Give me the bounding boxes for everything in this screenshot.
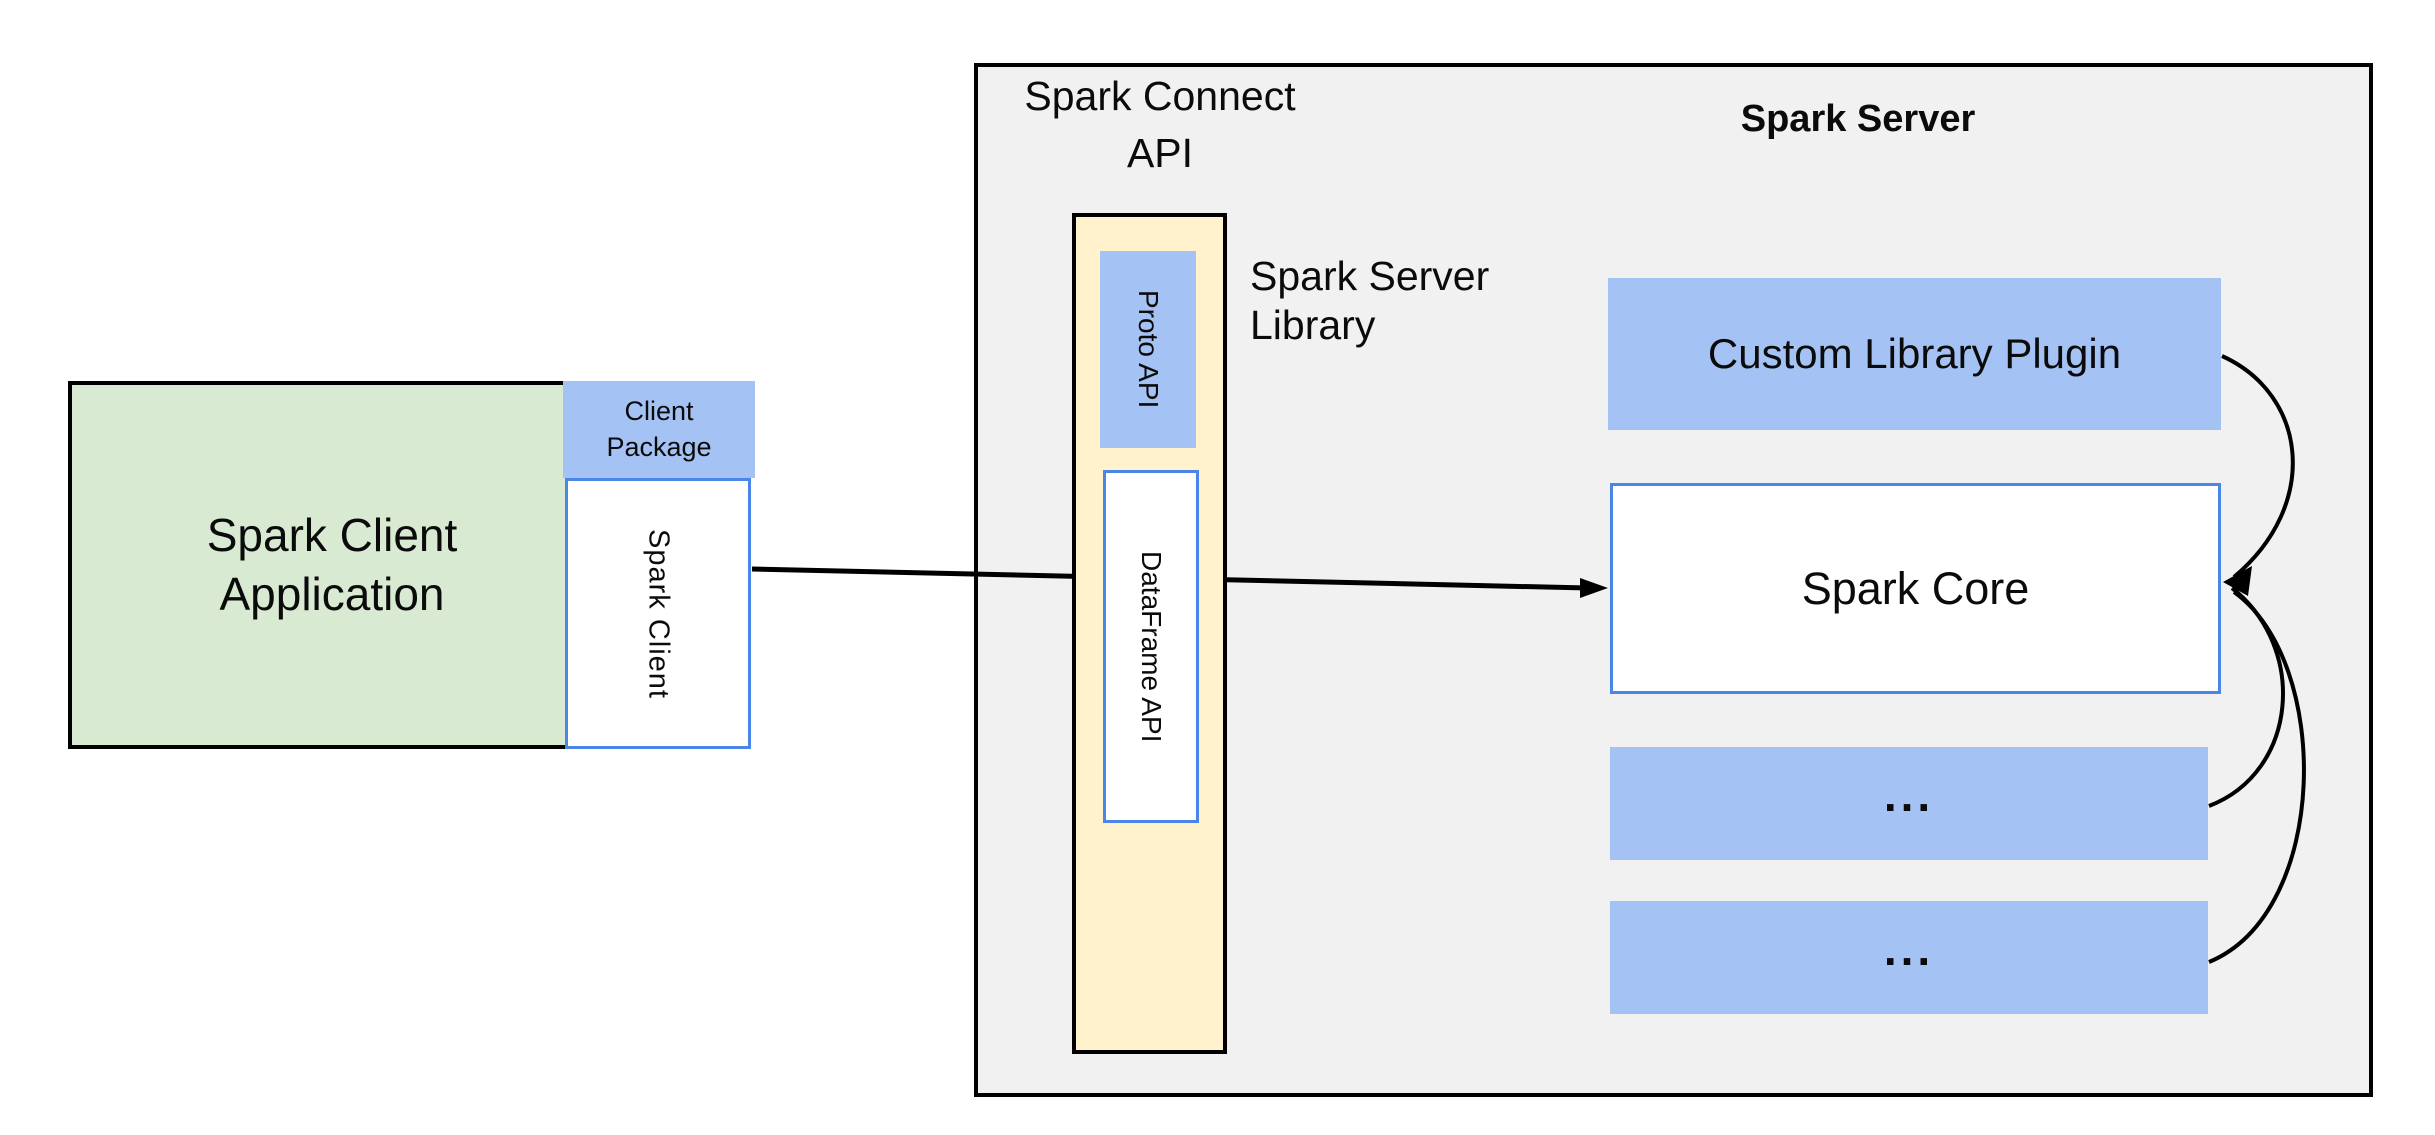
spark-client-application-box: Spark Client Application — [68, 381, 596, 749]
proto-api-box: Proto API — [1100, 251, 1196, 448]
client-package-box: Client Package — [563, 381, 755, 478]
spark-server-library-label: Spark Server Library — [1250, 253, 1490, 349]
spark-core-box: Spark Core — [1610, 483, 2221, 694]
spark-client-label: Spark Client — [642, 528, 675, 699]
ellipsis-box-2: ... — [1610, 901, 2208, 1014]
custom-library-plugin-label: Custom Library Plugin — [1707, 330, 2122, 377]
ellipsis-label-1: ... — [1883, 769, 1935, 822]
spark-client-box: Spark Client — [565, 478, 751, 749]
spark-core-label: Spark Core — [1801, 562, 2030, 614]
spark-client-application-label: Spark Client Application — [206, 509, 458, 620]
custom-library-plugin-box: Custom Library Plugin — [1608, 278, 2221, 430]
client-package-label: Client Package — [606, 396, 712, 462]
ellipsis-label-2: ... — [1883, 923, 1935, 976]
arrowhead-right-icon — [1580, 578, 1608, 598]
spark-server-title: Spark Server — [1740, 98, 1976, 140]
proto-api-label: Proto API — [1133, 290, 1164, 409]
dataframe-api-label: DataFrame API — [1136, 550, 1167, 743]
spark-connect-api-label: Spark Connect API — [1024, 73, 1296, 176]
dataframe-api-box: DataFrame API — [1103, 470, 1199, 823]
ellipsis-box-1: ... — [1610, 747, 2208, 860]
